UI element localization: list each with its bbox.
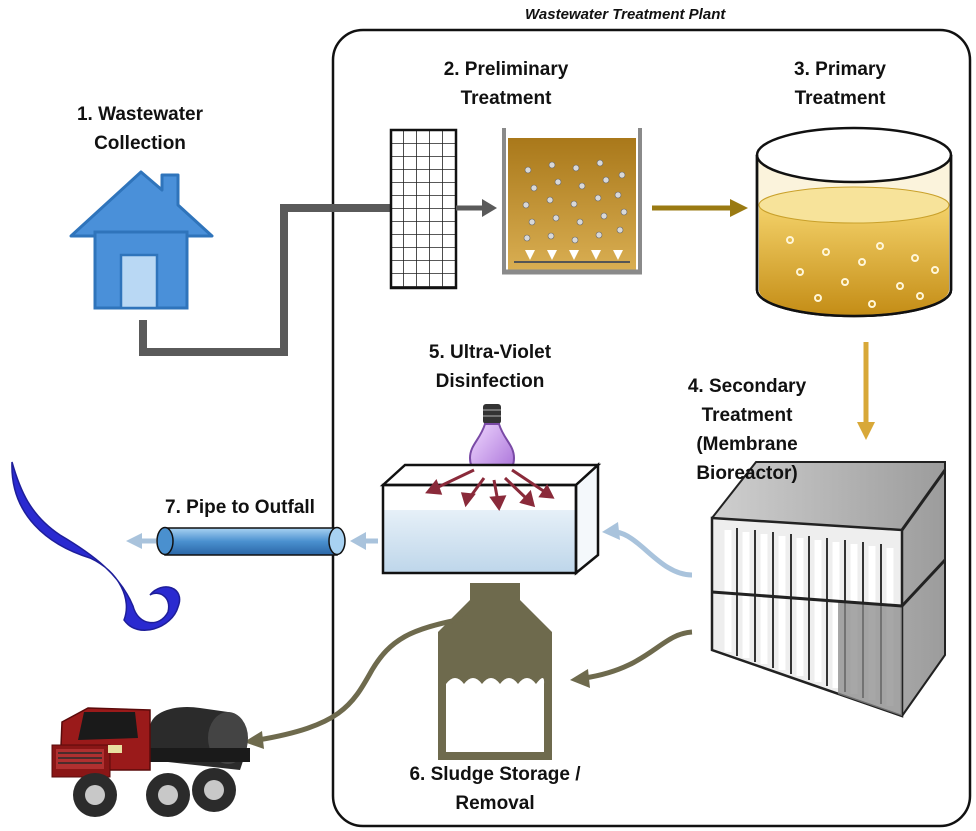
label-uv-line2: Disinfection — [435, 371, 545, 392]
label-primary: 3. Primary Treatment — [740, 55, 940, 113]
label-uv-line1: 5. Ultra-Violet — [428, 342, 552, 363]
uv-channel-icon — [379, 462, 602, 576]
label-secondary-line4: Bioreactor) — [696, 463, 798, 484]
label-sludge-line1: 6. Sludge Storage / — [409, 764, 581, 785]
label-secondary: 4. Secondary Treatment (Membrane Bioreac… — [667, 372, 827, 488]
membrane-bioreactor-icon — [710, 461, 947, 718]
label-outfall-line1: 7. Pipe to Outfall — [165, 497, 315, 518]
label-preliminary: 2. Preliminary Treatment — [406, 55, 606, 113]
label-sludge-line2: Removal — [455, 793, 535, 814]
label-collection-line2: Collection — [94, 133, 186, 154]
primary-tank-icon — [755, 126, 953, 318]
mbr-to-uv-arrow — [602, 522, 693, 578]
house-icon — [69, 170, 214, 310]
label-preliminary-line2: Treatment — [460, 88, 552, 109]
primary-to-secondary-arrow — [857, 342, 875, 440]
tanker-truck-icon — [51, 706, 250, 817]
label-uv: 5. Ultra-Violet Disinfection — [395, 338, 585, 396]
outfall-pipe-icon — [156, 526, 346, 556]
label-sludge: 6. Sludge Storage / Removal — [375, 760, 615, 818]
label-primary-line1: 3. Primary — [794, 59, 886, 80]
plant-title: Wastewater Treatment Plant — [525, 6, 726, 23]
label-preliminary-line1: 2. Preliminary — [443, 59, 569, 80]
receiving-water-icon — [11, 461, 181, 631]
label-secondary-line1: 4. Secondary — [687, 376, 807, 397]
label-collection: 1. Wastewater Collection — [40, 100, 240, 158]
sludge-to-truck-arrow — [244, 615, 469, 749]
pipe-to-water-arrow — [126, 533, 156, 549]
label-secondary-line2: Treatment — [701, 405, 793, 426]
plant-boundary — [331, 28, 972, 828]
label-primary-line2: Treatment — [794, 88, 886, 109]
label-outfall: 7. Pipe to Outfall — [140, 493, 340, 522]
bar-screen-icon — [389, 128, 458, 290]
sludge-tank-icon — [438, 583, 552, 760]
grit-chamber-icon — [502, 128, 642, 275]
label-collection-line1: 1. Wastewater — [76, 104, 203, 125]
grit-to-primary-arrow — [652, 199, 748, 217]
mbr-to-sludge-arrow — [570, 629, 693, 688]
screen-to-grit-arrow — [456, 199, 497, 217]
label-secondary-line3: (Membrane — [696, 434, 798, 455]
uv-to-pipe-arrow — [350, 532, 378, 550]
